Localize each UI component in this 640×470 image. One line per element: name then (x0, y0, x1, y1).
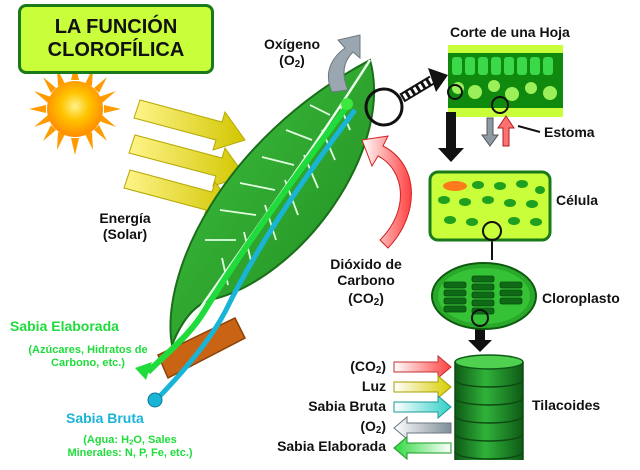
raw-sap-legend-arrow (393, 394, 452, 420)
title-line-2: CLOROFÍLICA (47, 39, 185, 61)
legend-label-elaborated-sap: Sabia Elaborada (277, 438, 386, 454)
light-legend-arrow (393, 374, 452, 400)
leaf-section-label: Corte de una Hoja (450, 24, 570, 40)
title-line-1: LA FUNCIÓN (54, 16, 178, 38)
zoom-arrow-icon (399, 68, 448, 103)
legend-label-co2: (CO2) (350, 358, 386, 376)
stoma-label: Estoma (544, 124, 595, 140)
elaborated-sap-desc: (Azúcares, Hidratos de Carbono, etc.) (28, 344, 148, 369)
carbon-dioxide-label: Dióxido de Carbono (CO2) (330, 256, 402, 309)
energy-label: Energía (Solar) (99, 210, 151, 243)
cell-label: Célula (556, 192, 599, 208)
sap-green-line (145, 103, 351, 375)
title-box: LA FUNCIÓN CLOROFÍLICA (18, 4, 214, 74)
oxygen-legend-arrow (393, 415, 452, 441)
leaf-section (447, 45, 563, 147)
raw-sap-desc: (Agua: H2O, Sales Minerales: N, P, Fe, e… (67, 434, 193, 460)
thylakoid-stack (454, 354, 524, 460)
elaborated-sap-legend-arrow (393, 435, 452, 461)
oxygen-arrow-icon (327, 34, 361, 93)
legend-arrows (393, 354, 452, 461)
cell (428, 170, 552, 242)
raw-sap-title: Sabia Bruta (66, 410, 144, 426)
thylakoids-label: Tilacoides (532, 397, 601, 413)
co2-arrow-icon (361, 135, 412, 249)
legend-label-raw-sap: Sabia Bruta (308, 398, 386, 414)
oxygen-label: Oxígeno (O2) (263, 36, 320, 71)
elaborated-sap-title: Sabia Elaborada (10, 318, 119, 334)
co2-legend-arrow (393, 354, 452, 380)
chloroplast (431, 262, 537, 330)
sun-icon (29, 63, 121, 155)
legend-label-light: Luz (361, 378, 386, 394)
chloroplast-label: Cloroplasto (542, 290, 620, 306)
sap-cyan-line (156, 108, 358, 400)
legend-label-oxygen: (O2) (360, 418, 386, 436)
